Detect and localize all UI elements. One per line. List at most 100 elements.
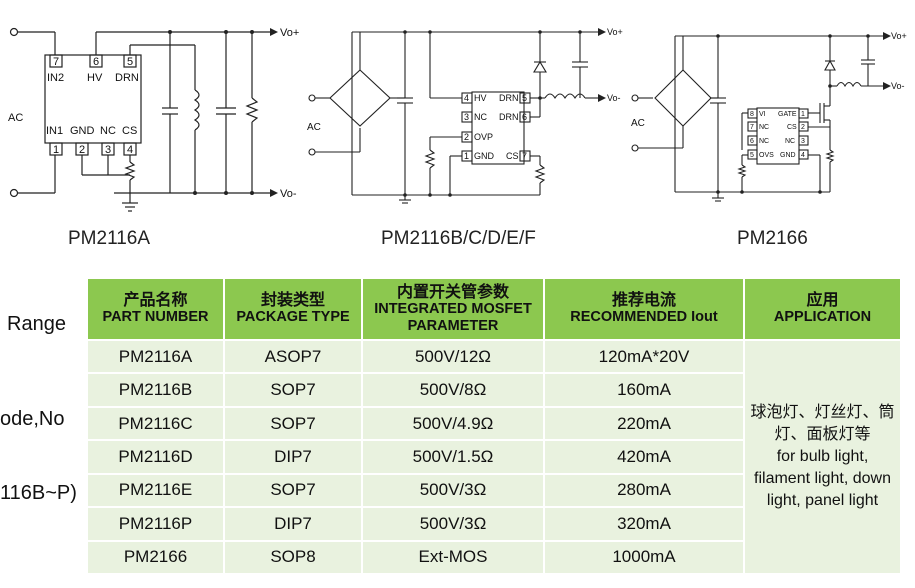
- pin-label-in2: IN2: [47, 72, 64, 84]
- cell-package-type: SOP7: [223, 405, 363, 442]
- pin-label-vi: VI: [759, 111, 766, 118]
- pin-label-gnd: GND: [780, 152, 796, 159]
- cut-text-range: Range: [7, 313, 66, 335]
- cell-recommended-iout: 280mA: [543, 472, 745, 509]
- pin-number: 6: [750, 138, 754, 145]
- pin-number: 2: [464, 132, 469, 142]
- pin-label-gnd: GND: [70, 125, 95, 137]
- cell-mosfet-parameter: 500V/3Ω: [361, 506, 545, 542]
- application-zh: 球泡灯、灯丝灯、筒灯、面板灯等: [750, 404, 895, 443]
- pin-label-nc: NC: [759, 138, 769, 145]
- pin-label-cs: CS: [122, 125, 137, 137]
- cell-recommended-iout: 320mA: [543, 506, 745, 542]
- pin-label-nc: NC: [474, 112, 487, 122]
- pin-label-drn: DRN: [115, 72, 139, 84]
- cell-part-number: PM2116E: [86, 472, 225, 509]
- cell-package-type: DIP7: [223, 506, 363, 542]
- cell-part-number: PM2116P: [86, 506, 225, 542]
- cell-recommended-iout: 1000mA: [543, 539, 745, 576]
- table-row: PM2116D DIP7 500V/1.5Ω 420mA: [86, 439, 901, 475]
- pin-number: 3: [105, 144, 111, 156]
- label-ac: AC: [631, 118, 645, 129]
- pin-number: 1: [464, 151, 469, 161]
- pin-number: 3: [801, 138, 805, 145]
- cell-part-number: PM2116C: [86, 405, 225, 442]
- pin-label-ovs: OVS: [759, 152, 774, 159]
- cell-part-number: PM2166: [86, 539, 225, 576]
- table-row: PM2116E SOP7 500V/3Ω 280mA: [86, 472, 901, 509]
- cell-package-type: SOP7: [223, 372, 363, 408]
- cell-part-number: PM2116A: [86, 338, 225, 375]
- pin-label-in1: IN1: [46, 125, 63, 137]
- pin-label-cs: CS: [787, 124, 797, 131]
- pin-number: 1: [801, 111, 805, 118]
- cell-package-type: SOP8: [223, 539, 363, 576]
- label-vo-plus: Vo+: [607, 27, 623, 37]
- pin-label-hv: HV: [474, 93, 487, 103]
- pin-label-nc: NC: [785, 138, 795, 145]
- caption-pm2116a: PM2116A: [68, 228, 151, 249]
- pin-number: 4: [801, 152, 805, 159]
- pin-label-nc: NC: [100, 125, 116, 137]
- cell-mosfet-parameter: 500V/8Ω: [361, 372, 545, 408]
- pin-number: 1: [53, 144, 59, 156]
- cell-package-type: SOP7: [223, 472, 363, 509]
- label-vo-minus: Vo-: [280, 188, 297, 200]
- pin-number: 7: [53, 56, 59, 68]
- application-en: for bulb light, filament light, down lig…: [754, 448, 891, 509]
- cell-recommended-iout: 160mA: [543, 372, 745, 408]
- table-row: PM2116B SOP7 500V/8Ω 160mA: [86, 372, 901, 408]
- table-row: PM2116C SOP7 500V/4.9Ω 220mA: [86, 405, 901, 442]
- pin-number: 5: [750, 152, 754, 159]
- label-vo-minus: Vo-: [607, 93, 621, 103]
- label-ac: AC: [8, 112, 23, 124]
- cell-mosfet-parameter: 500V/4.9Ω: [361, 405, 545, 442]
- label-vo-plus: Vo+: [280, 27, 299, 39]
- table-row: PM2166 SOP8 Ext-MOS 1000mA: [86, 539, 901, 576]
- pin-label-ovp: OVP: [474, 132, 493, 142]
- pin-number: 5: [127, 56, 133, 68]
- pin-number: 2: [801, 124, 805, 131]
- pin-label-gate: GATE: [778, 111, 797, 118]
- caption-pm2116b-f: PM2116B/C/D/E/F: [381, 228, 536, 249]
- pin-label-drn: DRN: [499, 112, 519, 122]
- cell-mosfet-parameter: Ext-MOS: [361, 539, 545, 576]
- cell-part-number: PM2116D: [86, 439, 225, 475]
- cell-package-type: ASOP7: [223, 338, 363, 375]
- pin-number: 4: [464, 93, 469, 103]
- cut-text-series: 116B~P): [0, 482, 77, 504]
- cell-package-type: DIP7: [223, 439, 363, 475]
- cell-application: 球泡灯、灯丝灯、筒灯、面板灯等 for bulb light, filament…: [743, 339, 902, 575]
- schematic-pm2166: Vo+ Vo- AC 8 7 6 5 1 2 3 4 VI NC NC OVS …: [631, 31, 907, 202]
- cell-mosfet-parameter: 500V/1.5Ω: [361, 439, 545, 475]
- pin-label-nc: NC: [759, 124, 769, 131]
- table-row: PM2116A ASOP7 500V/12Ω 120mA*20V 球泡灯、灯丝灯…: [86, 338, 902, 575]
- cell-mosfet-parameter: 500V/12Ω: [361, 338, 545, 375]
- cell-mosfet-parameter: 500V/3Ω: [361, 472, 545, 509]
- cell-part-number: PM2116B: [86, 372, 225, 408]
- cell-recommended-iout: 420mA: [543, 439, 745, 475]
- label-vo-minus: Vo-: [891, 81, 905, 91]
- table-row: PM2116P DIP7 500V/3Ω 320mA: [86, 506, 901, 542]
- pin-number: 6: [93, 56, 99, 68]
- schematic-pm2116a: Vo+ Vo- AC 7 6 5 1 2 3 4 IN2 HV DRN IN1 …: [8, 27, 299, 212]
- cell-recommended-iout: 220mA: [543, 405, 745, 442]
- pin-label-cs: CS: [506, 151, 519, 161]
- pin-label-hv: HV: [87, 72, 103, 84]
- pin-number: 3: [464, 112, 469, 122]
- pin-number: 7: [750, 124, 754, 131]
- schematic-pm2116b-f: Vo+ Vo- AC 4 3 2 1 5 6 7 HV NC OVP GND D…: [307, 27, 623, 204]
- pin-label-drn: DRN: [499, 93, 519, 103]
- pin-number: 4: [127, 144, 133, 156]
- pin-number: 7: [522, 151, 527, 161]
- cut-text-mode: ode,No: [0, 408, 65, 430]
- label-vo-plus: Vo+: [891, 31, 907, 41]
- pin-number: 8: [750, 111, 754, 118]
